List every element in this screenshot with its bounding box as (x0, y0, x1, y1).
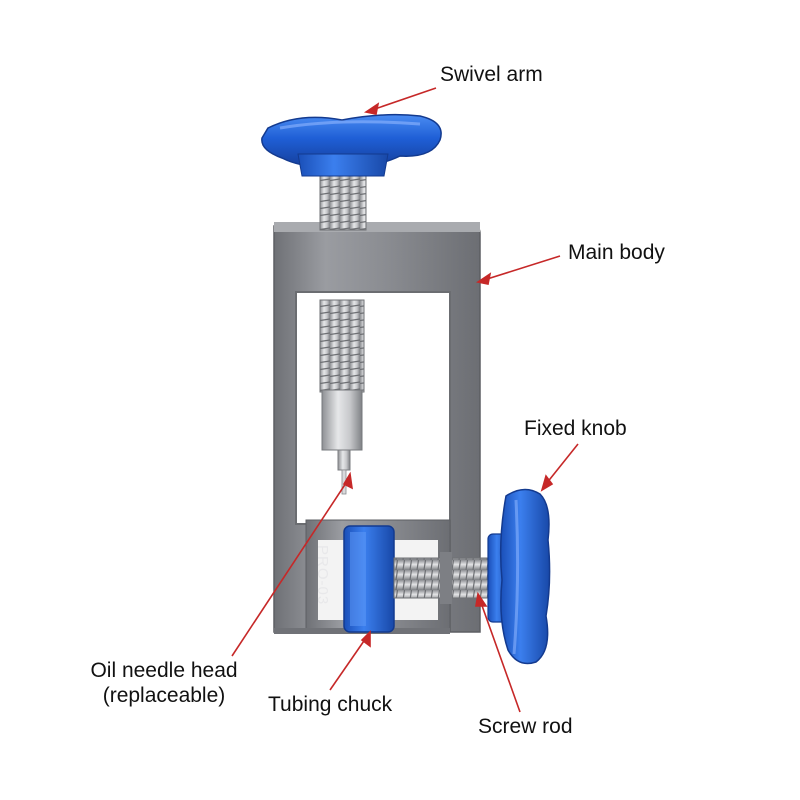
horizontal-screw (393, 552, 491, 604)
tubing-chuck (343, 525, 395, 633)
label-oil-needle-head: Oil needle head (replaceable) (64, 658, 264, 708)
label-oil-needle-head-line1: Oil needle head (90, 659, 238, 682)
label-swivel-arm: Swivel arm (440, 63, 543, 86)
label-tubing-chuck: Tubing chuck (268, 693, 393, 716)
arrow-swivel-arm (371, 87, 437, 111)
arrow-screw-rod (479, 599, 521, 713)
label-screw-rod: Screw rod (478, 715, 573, 738)
swivel-arm-knob (261, 113, 442, 177)
fixed-knob (487, 488, 551, 665)
arrow-main-body (483, 255, 561, 281)
arrow-tubing-chuck (329, 637, 367, 691)
label-oil-needle-head-line2: (replaceable) (102, 684, 226, 708)
vertical-screw (319, 167, 367, 495)
annotation-arrows (231, 87, 579, 713)
arrow-fixed-knob (545, 443, 579, 485)
label-main-body: Main body (568, 241, 665, 264)
model-engraving: PRO-03 (314, 545, 331, 605)
arrow-oil-needle-head (231, 479, 349, 657)
label-fixed-knob: Fixed knob (524, 417, 627, 440)
